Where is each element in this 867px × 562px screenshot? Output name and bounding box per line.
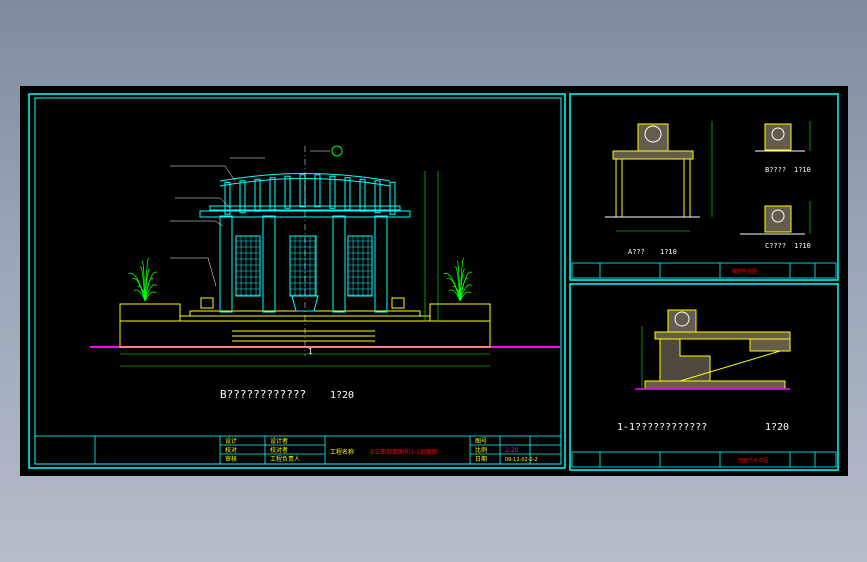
pergola-rafters (224, 174, 396, 215)
tb-scale-value: 1:20 (505, 447, 519, 454)
lattice-screen-3 (347, 235, 373, 297)
tb-field-1: 设计者 (270, 437, 288, 445)
section-slope (679, 350, 790, 382)
tree-branch (459, 268, 466, 302)
column-1 (219, 215, 233, 313)
main-sheet-inner-border (34, 97, 562, 465)
rafter (239, 180, 246, 214)
section-drawing (635, 309, 791, 390)
rafter (374, 180, 381, 214)
tb-designer: 设计 (225, 437, 237, 445)
cad-drawing-canvas: B???????????? 1?20 1 设计 校对 审核 设计者 校对者 工程… (20, 86, 848, 476)
planter-right (429, 303, 491, 322)
tree-branch (144, 291, 157, 302)
rafter (254, 178, 261, 212)
section-step (749, 338, 791, 352)
cad-drawing: B???????????? 1?20 1 设计 校对 审核 设计者 校对者 工程… (28, 93, 839, 471)
section-lantern-ring (674, 311, 690, 327)
tb-field-2: 校对者 (270, 446, 288, 454)
detail-c-label: C???? (765, 242, 786, 250)
tb-checker: 校对 (225, 446, 237, 454)
bench-lantern-ring (644, 125, 662, 143)
tree-branch (456, 260, 461, 302)
lattice-screen-1 (235, 235, 261, 297)
detail-drawings (605, 121, 811, 235)
detail-title-block (571, 262, 837, 279)
leader-lines (170, 150, 330, 287)
tb-project-label: 工程名称 (330, 448, 354, 456)
lantern-right (391, 297, 405, 309)
lattice-grid (236, 236, 372, 296)
tree-branch (459, 291, 472, 302)
detail-c-block (764, 205, 792, 233)
main-drawing-scale: 1?20 (330, 390, 354, 401)
planter-left (119, 303, 181, 322)
bench-lantern (637, 123, 669, 152)
section-tb-title: 剖面节点详图 (738, 457, 768, 464)
tb-drawing-no-label: 图号 (475, 438, 487, 445)
section-foundation (644, 380, 786, 390)
detail-a-scale: 1?10 (660, 248, 677, 256)
bench-inner (621, 158, 685, 218)
section-title-block (571, 451, 837, 468)
rafter (269, 177, 276, 211)
main-drawing-title: B???????????? (220, 388, 306, 401)
detail-a-label: A??? (628, 248, 645, 256)
rafter (284, 175, 291, 209)
detail-c-ring (771, 209, 785, 223)
column-3 (332, 215, 346, 313)
tree-branch (144, 271, 157, 302)
tb-date-value: 09-12-02-2-2 (505, 457, 538, 463)
tree-branch (443, 272, 461, 302)
tree-branch (141, 260, 146, 302)
tb-approver: 审核 (225, 455, 237, 463)
trees (128, 257, 472, 302)
pavilion-elevation (90, 145, 560, 367)
detail-b-ring (771, 127, 785, 141)
callout-circle (331, 145, 343, 157)
bench-body (615, 158, 691, 218)
section-slab (654, 331, 791, 340)
rafter (314, 174, 321, 208)
tree-branch (459, 271, 472, 302)
lantern-left (200, 297, 214, 309)
fountain-basin (291, 295, 319, 312)
detail-b-label: B???? (765, 166, 786, 174)
column-4 (374, 215, 388, 313)
detail-b-scale: 1?10 (794, 166, 811, 174)
bench-top (612, 150, 694, 160)
tb-scale-label: 比例 (475, 446, 487, 454)
detail-sheet-border (569, 93, 839, 281)
column-2 (262, 215, 276, 313)
pergola-roof-curve-2 (219, 178, 391, 187)
main-title-block (34, 435, 562, 465)
section-lantern (667, 309, 697, 333)
rafter (389, 181, 396, 215)
main-sheet-border (28, 93, 566, 469)
lattice-screen-2 (289, 235, 317, 297)
rafter (359, 178, 366, 212)
tree-branch (128, 272, 146, 302)
center-axis-label: 1 (308, 347, 313, 356)
tb-drawing-name: B立面剖面图和1-1剖面图 (370, 448, 438, 456)
rafter (299, 174, 306, 208)
detail-tb-title: 细部构造图 (732, 268, 757, 275)
tb-date-label: 日期 (475, 455, 487, 463)
section-title: 1-1???????????? (617, 422, 707, 433)
rafter (329, 175, 336, 209)
section-sheet-border (569, 283, 839, 471)
tree-branch (144, 268, 151, 302)
rafter (344, 177, 351, 211)
section-scale: 1?20 (765, 422, 789, 433)
tb-field-3: 工程负责人 (270, 455, 300, 463)
rafter (224, 181, 231, 215)
detail-c-scale: 1?10 (794, 242, 811, 250)
